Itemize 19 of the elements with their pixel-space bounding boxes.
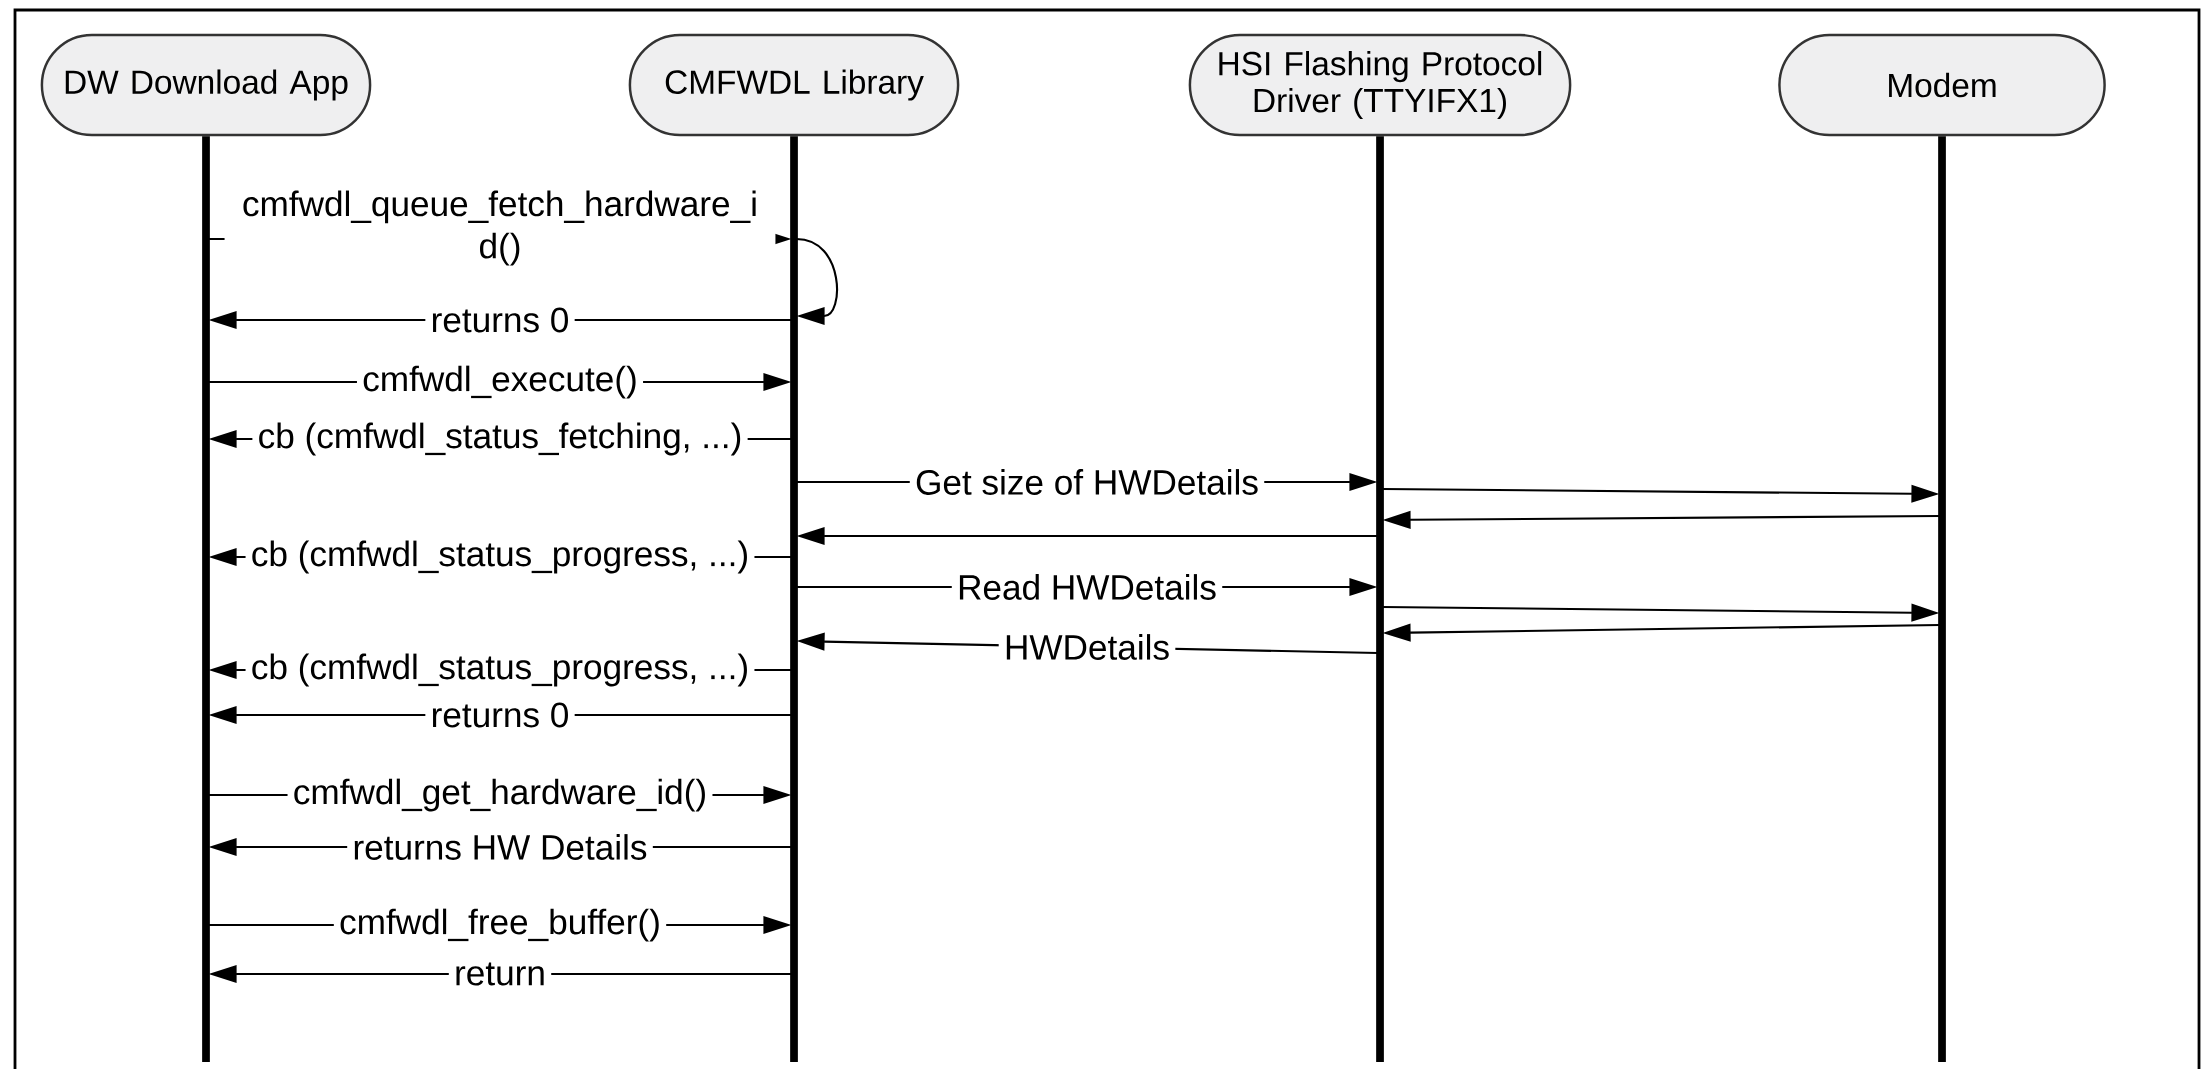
edge-label: cmfwdl_execute() (356, 360, 644, 404)
edge-label: returns 0 (425, 302, 575, 338)
edge-label: cb (cmfwdl_status_progress, ...) (245, 535, 755, 579)
participant-box: HSI Flashing Protocol Driver (TTYIFX1) (1188, 33, 1572, 137)
edge-label: Read HWDetails (951, 568, 1223, 606)
edge-label: HWDetails (998, 628, 1176, 666)
edge-label: Get size of HWDetails (909, 463, 1265, 501)
participant-box: Modem (1778, 33, 2106, 137)
edge-label: returns HW Details (347, 828, 653, 866)
participant-box: CMFWDL Library (628, 33, 960, 137)
edge-label: cmfwdl_queue_fetch_hardware_i d() (224, 185, 776, 271)
edge-label: cb (cmfwdl_status_fetching, ...) (252, 417, 748, 461)
edge-label: cmfwdl_free_buffer() (333, 903, 667, 947)
edge-label: return (448, 957, 552, 991)
edge-label: returns 0 (425, 697, 575, 733)
self-arrow (796, 237, 838, 326)
edge-label: cmfwdl_get_hardware_id() (287, 773, 713, 817)
participant-box: DW Download App (40, 33, 372, 137)
edge-label: cb (cmfwdl_status_progress, ...) (245, 648, 755, 692)
